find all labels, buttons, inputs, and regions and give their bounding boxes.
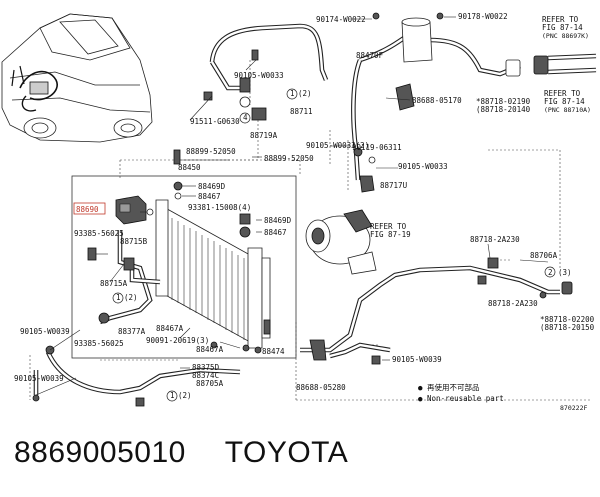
label-91511-g0630[interactable]: 91511-G0630: [190, 117, 240, 126]
label-refer-fig-87-19[interactable]: REFER TO: [370, 222, 407, 231]
condenser-assembly-box: [71, 175, 297, 359]
label-88467a-a[interactable]: 88467A: [156, 324, 184, 333]
label-88374c[interactable]: 88374C: [192, 371, 219, 380]
car-illustration: [1, 13, 153, 143]
label-90105-w0039-b[interactable]: 90105-W0039: [392, 355, 442, 364]
label-93385-56025-a[interactable]: 93385-56025: [74, 229, 124, 238]
label-88719a[interactable]: 88719A: [250, 131, 278, 140]
label-90091-20619[interactable]: 90091-20619(3): [146, 336, 209, 345]
label-refer-pnc-88697k[interactable]: (PNC 88697K): [542, 32, 589, 40]
label-refer-fig-87-14-b[interactable]: REFER TO: [544, 89, 581, 98]
label-88718-02200[interactable]: *88718-02200: [540, 315, 595, 324]
label-88718-20140[interactable]: (88718-20140: [476, 105, 531, 114]
label-88688-05280[interactable]: 88688-05280: [296, 383, 346, 392]
label-callout-1c[interactable]: 1: [170, 391, 175, 400]
label-88715a[interactable]: 88715A: [100, 279, 128, 288]
label-90119-06311[interactable]: 90119-06311: [352, 143, 402, 152]
label-88706a[interactable]: 88706A: [530, 251, 558, 260]
leader-lines: [35, 16, 549, 396]
compressor: [305, 209, 377, 275]
legend-non-reusable-en: ● Non-reusable part: [418, 394, 504, 403]
label-refer-fig-87-14-a2[interactable]: FIG 87-14: [542, 23, 583, 32]
figure-id: 870222F: [560, 404, 587, 412]
label-callout-2c[interactable]: (2): [124, 293, 138, 302]
label-callout-1b[interactable]: 1: [116, 293, 121, 302]
label-callout-3[interactable]: (3): [558, 268, 572, 277]
label-callout-2d[interactable]: (2): [178, 391, 192, 400]
label-refer-fig-87-19b[interactable]: FIG 87-19: [370, 230, 411, 239]
label-90178-w0022[interactable]: 90178-W0022: [458, 12, 508, 21]
label-88717u[interactable]: 88717U: [380, 181, 407, 190]
label-88705a[interactable]: 88705A: [196, 379, 224, 388]
product-caption: 8869005010 TOYOTA: [14, 436, 348, 470]
label-88688-05170[interactable]: 88688-05170: [412, 96, 462, 105]
parts-diagram: 90174-W0022 90178-W0022 REFER TO FIG 87-…: [1, 12, 597, 412]
label-refer-fig-87-14-b2[interactable]: FIG 87-14: [544, 97, 585, 106]
part-number: 8869005010: [14, 436, 186, 469]
label-90105-w0039-c[interactable]: 90105-W0039: [14, 374, 64, 383]
part-labels: 90174-W0022 90178-W0022 REFER TO FIG 87-…: [14, 12, 595, 412]
label-88690-highlighted[interactable]: 88690: [76, 205, 99, 214]
label-90105-w0033-a[interactable]: 90105-W0033: [234, 71, 284, 80]
label-88467a-b[interactable]: 88467A: [196, 345, 224, 354]
label-88718-2a230-b[interactable]: 88718-2A230: [488, 299, 538, 308]
label-88469d-a[interactable]: 88469D: [198, 182, 226, 191]
brand-name: TOYOTA: [224, 436, 349, 469]
label-88469d-b[interactable]: 88469D: [264, 216, 292, 225]
label-88474[interactable]: 88474: [262, 347, 285, 356]
callout-circles: [112, 88, 556, 402]
label-88467-a[interactable]: 88467: [198, 192, 221, 201]
label-88450[interactable]: 88450: [178, 163, 201, 172]
label-callout-1a[interactable]: 1: [290, 89, 295, 98]
condenser-core: [155, 199, 271, 349]
legend-non-reusable-jp: ● 再使用不可部品: [418, 382, 480, 392]
label-callout-2a[interactable]: (2): [298, 89, 312, 98]
label-88718-02190[interactable]: *88718-02190: [476, 97, 531, 106]
label-88899-52050-b[interactable]: 88899-52050: [264, 154, 314, 163]
label-88715b[interactable]: 88715B: [120, 237, 148, 246]
small-parts: [32, 12, 573, 407]
pressure-sensor-bracket: [115, 195, 154, 225]
highlighted-part-88690[interactable]: 88690: [73, 202, 106, 215]
label-refer-pnc-88710a[interactable]: (PNC 88710A): [544, 106, 591, 114]
label-88375d[interactable]: 88375D: [192, 363, 220, 372]
label-88377a[interactable]: 88377A: [118, 327, 146, 336]
label-88470f[interactable]: 88470F: [356, 51, 384, 60]
label-callout-2b[interactable]: 2: [548, 268, 553, 277]
label-callout-4[interactable]: 4: [243, 113, 248, 122]
label-88899-52050-a[interactable]: 88899-52050: [186, 147, 236, 156]
label-88711[interactable]: 88711: [290, 107, 313, 116]
label-93385-56025-b[interactable]: 93385-56025: [74, 339, 124, 348]
label-88467-b[interactable]: 88467: [264, 228, 287, 237]
label-88718-20150[interactable]: (88718-20150: [540, 323, 595, 332]
label-90174-w0022[interactable]: 90174-W0022: [316, 15, 366, 24]
label-88718-2a230-a[interactable]: 88718-2A230: [470, 235, 520, 244]
label-90105-w0039-a[interactable]: 90105-W0039: [20, 327, 70, 336]
label-90105-w0033-2[interactable]: 90105-W0033(2): [306, 141, 369, 150]
label-90105-w0033-c[interactable]: 90105-W0033: [398, 162, 448, 171]
label-refer-fig-87-14-a[interactable]: REFER TO: [542, 15, 579, 24]
label-93381-15008[interactable]: 93381-15008(4): [188, 203, 251, 212]
